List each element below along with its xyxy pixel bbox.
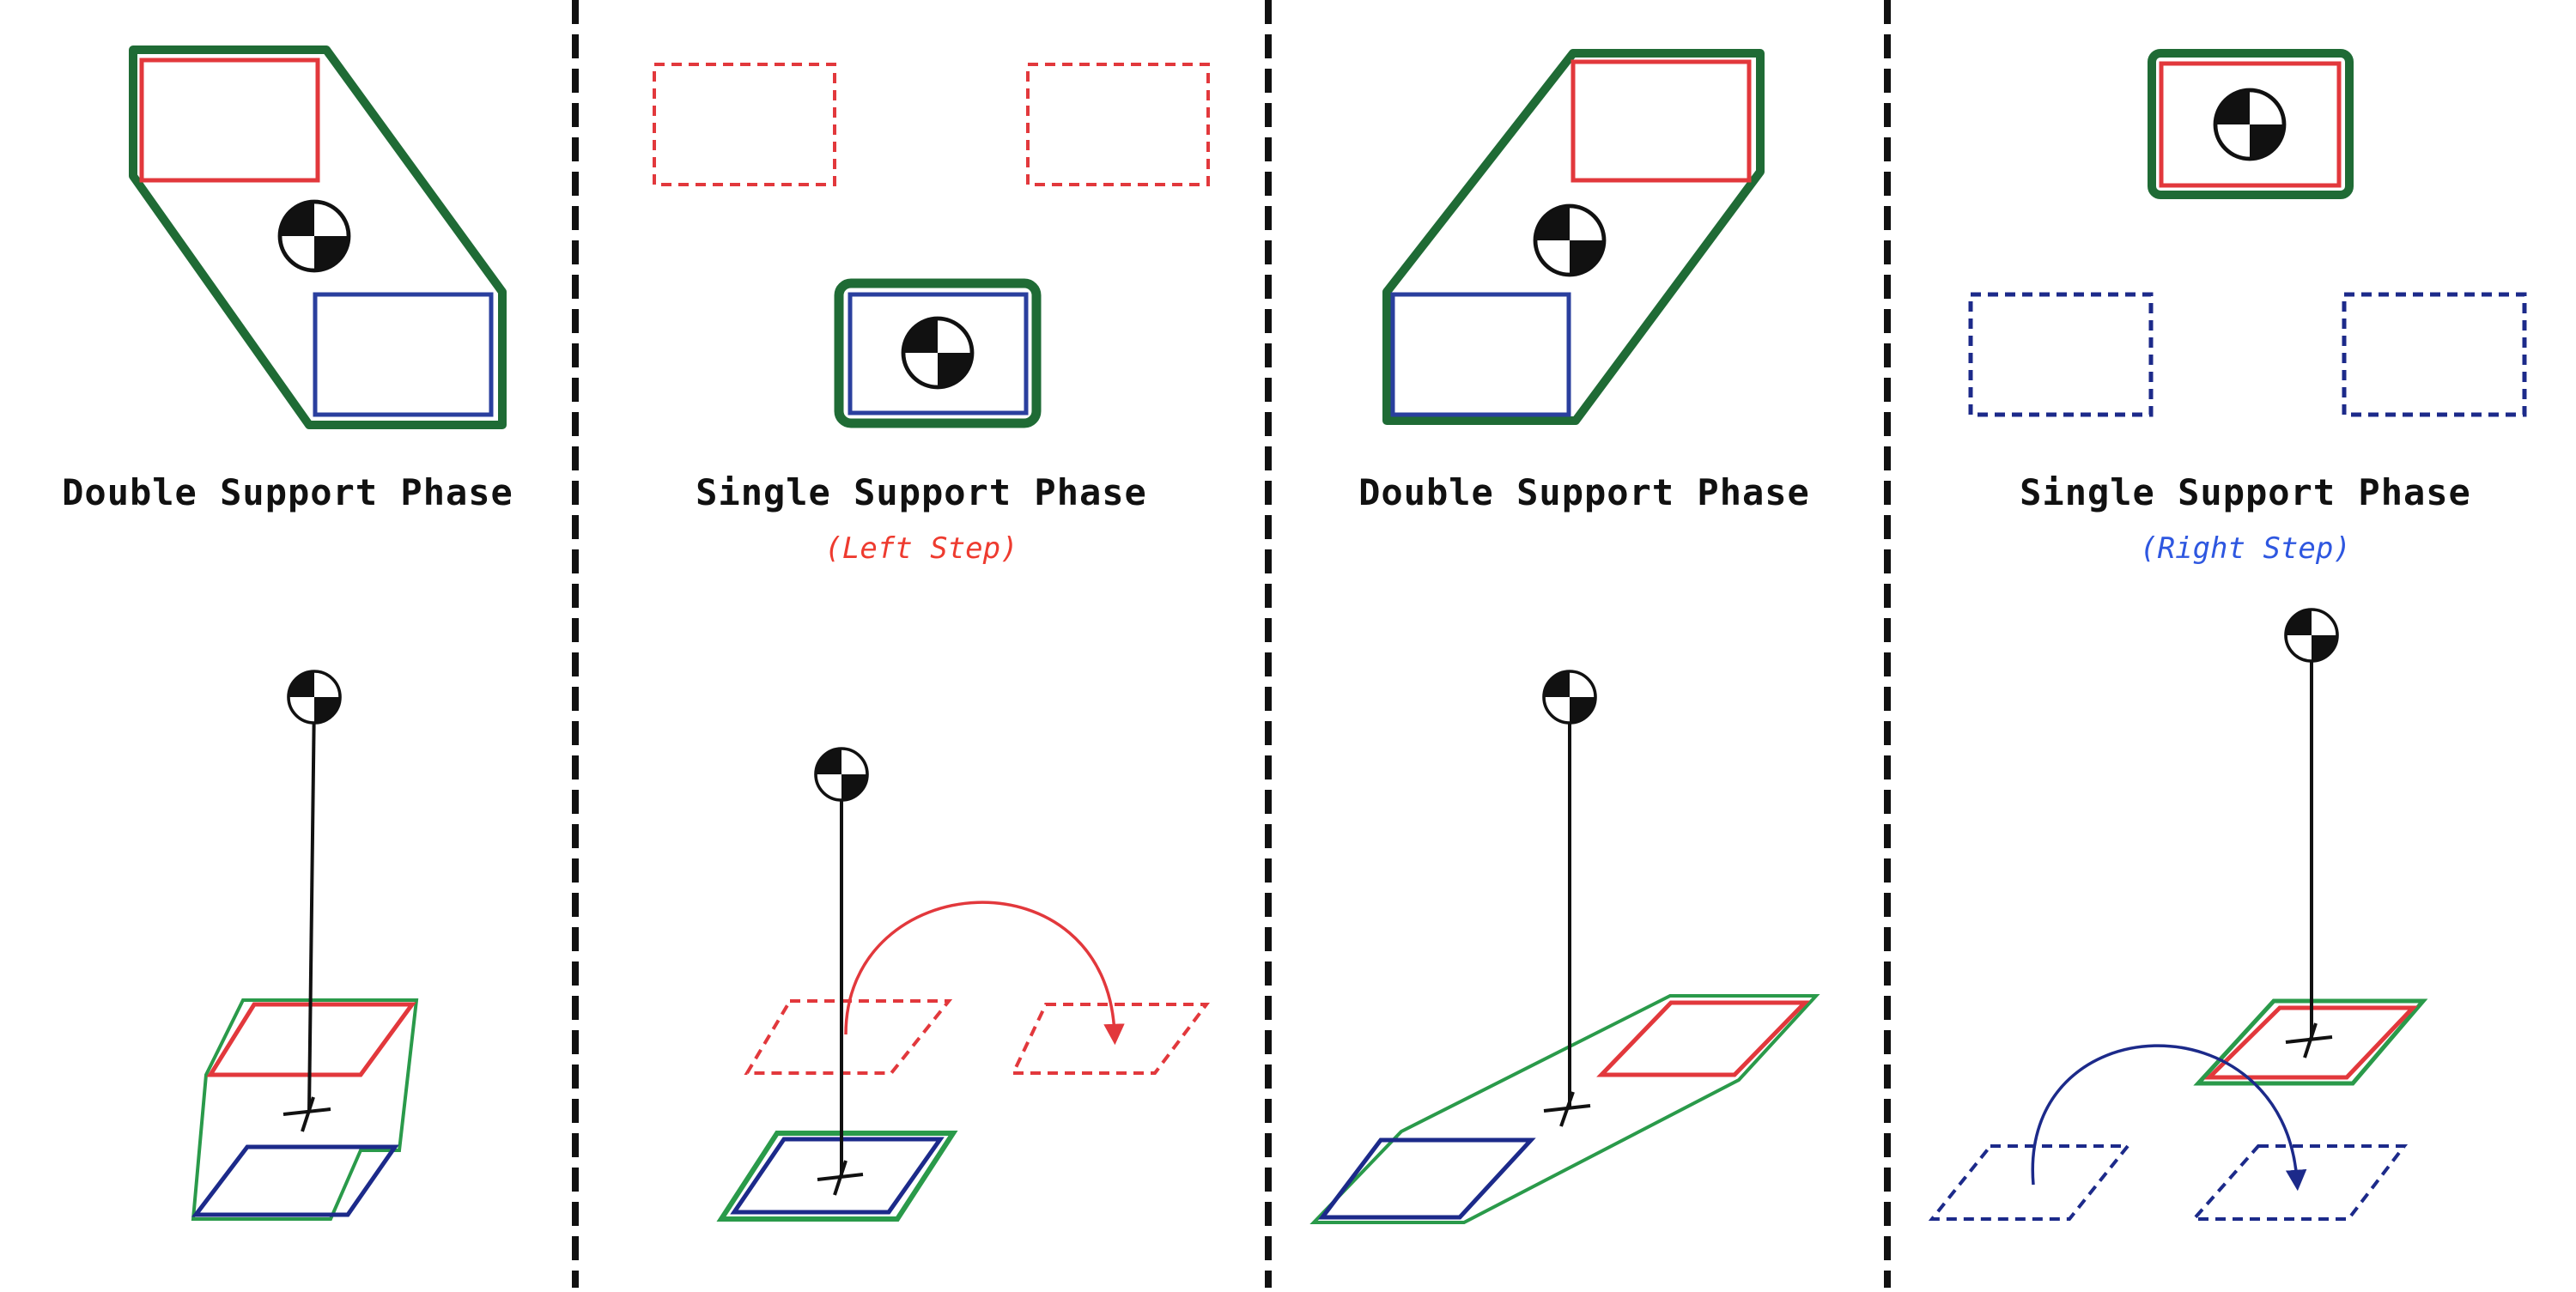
support-polygon bbox=[834, 278, 1042, 428]
top-view bbox=[129, 45, 507, 429]
center-of-mass-icon bbox=[2215, 90, 2284, 159]
center-of-mass-icon bbox=[289, 671, 340, 723]
right-foot bbox=[191, 1144, 399, 1217]
perspective-view bbox=[1928, 610, 2428, 1221]
perspective-view bbox=[1309, 671, 1820, 1224]
right-foot-target bbox=[2190, 1144, 2409, 1221]
right-foot-previous bbox=[1928, 1144, 2132, 1221]
panel-2: Single Support Phase (Left Step) bbox=[653, 63, 1210, 1222]
ground-projection-cross-icon bbox=[283, 1096, 331, 1132]
left-foot bbox=[206, 1002, 416, 1077]
left-foot bbox=[139, 58, 320, 183]
phase-title: Single Support Phase bbox=[696, 471, 1147, 513]
perspective-view bbox=[716, 749, 1210, 1222]
support-polygon bbox=[191, 998, 419, 1221]
right-foot bbox=[1317, 1137, 1536, 1220]
support-polygon bbox=[716, 1131, 958, 1222]
center-of-mass-icon bbox=[280, 202, 349, 270]
ground-projection-cross-icon bbox=[2285, 1022, 2333, 1058]
center-of-mass-icon bbox=[2286, 610, 2337, 661]
right-foot-previous bbox=[1968, 292, 2154, 417]
phase-subtitle: (Right Step) bbox=[2140, 531, 2351, 566]
support-polygon bbox=[2193, 998, 2428, 1086]
left-foot-previous bbox=[744, 999, 953, 1075]
ground-projection-cross-icon bbox=[1543, 1091, 1591, 1127]
panel-3: Double Support Phase bbox=[1309, 49, 1820, 1224]
left-foot bbox=[1596, 1000, 1810, 1077]
phase-title: Double Support Phase bbox=[62, 471, 513, 513]
left-foot bbox=[2159, 61, 2342, 188]
right-foot bbox=[848, 292, 1029, 416]
step-trajectory-arrow bbox=[844, 901, 1125, 1046]
left-foot bbox=[1571, 59, 1752, 183]
center-of-mass-icon bbox=[816, 749, 867, 800]
support-polygon bbox=[2148, 49, 2354, 199]
support-polygon bbox=[1382, 49, 1765, 425]
top-view bbox=[653, 63, 1210, 428]
panel-1: Double Support Phase bbox=[62, 45, 513, 1221]
center-of-mass-icon bbox=[1544, 671, 1595, 723]
left-foot bbox=[2203, 1005, 2418, 1080]
ground-projection-cross-icon bbox=[817, 1160, 864, 1196]
support-polygon bbox=[129, 45, 507, 429]
right-foot bbox=[1390, 292, 1571, 417]
phase-subtitle: (Left Step) bbox=[824, 531, 1018, 566]
phase-title: Double Support Phase bbox=[1358, 471, 1810, 513]
perspective-view bbox=[191, 671, 419, 1221]
left-foot-target bbox=[1026, 63, 1210, 186]
support-polygon bbox=[1309, 994, 1820, 1224]
right-foot-target bbox=[2342, 292, 2527, 417]
step-trajectory-arrow bbox=[2031, 1044, 2307, 1192]
phase-title: Single Support Phase bbox=[2020, 471, 2471, 513]
center-of-mass-icon bbox=[1535, 206, 1604, 275]
center-of-mass-icon bbox=[903, 318, 972, 387]
top-view bbox=[1382, 49, 1765, 425]
left-foot-previous bbox=[653, 63, 836, 186]
panel-separators bbox=[572, 0, 1891, 1288]
top-view bbox=[1968, 49, 2527, 417]
right-foot bbox=[313, 292, 494, 417]
right-foot bbox=[730, 1137, 945, 1215]
com-projection-line bbox=[307, 696, 316, 1113]
panel-4: Single Support Phase (Right Step) bbox=[1928, 49, 2527, 1221]
left-foot-target bbox=[1010, 1003, 1210, 1075]
